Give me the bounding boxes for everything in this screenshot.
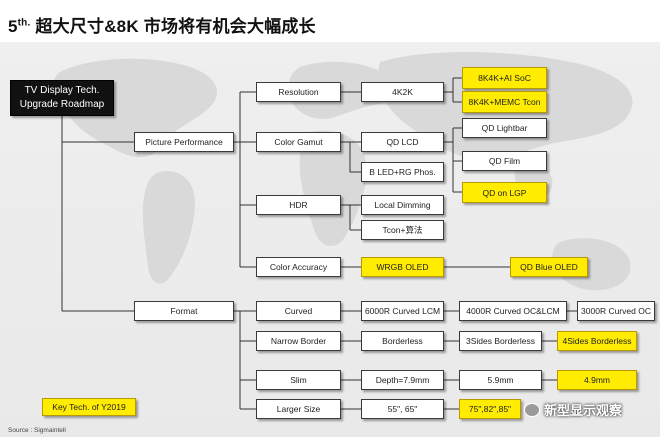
hdr-node: HDR <box>256 195 341 215</box>
slim-node: Slim <box>256 370 341 390</box>
qd-lightbar-node: QD Lightbar <box>462 118 547 138</box>
8k4k-memc-tcon-node: 8K4K+MEMC Tcon <box>462 91 547 113</box>
source-note: Source : Sigmaintell <box>8 427 66 434</box>
wrgb-oled-node: WRGB OLED <box>361 257 444 277</box>
format-node: Format <box>134 301 234 321</box>
color-gamut-node: Color Gamut <box>256 132 341 152</box>
diagram-canvas: TV Display Tech. Upgrade Roadmap Picture… <box>0 42 660 437</box>
8k4k-ai-soc-node: 8K4K+AI SoC <box>462 67 547 89</box>
root-line-1: TV Display Tech. <box>24 85 100 96</box>
title-number: 5 <box>8 17 18 36</box>
resolution-node: Resolution <box>256 82 341 102</box>
title-bar: 5th. 超大尺寸&8K 市场将有机会大幅成长 <box>0 0 660 42</box>
qd-film-node: QD Film <box>462 151 547 171</box>
4sides-borderless-node: 4Sides Borderless <box>557 331 637 351</box>
picture-performance-node: Picture Performance <box>134 132 234 152</box>
b-led-rg-phos-node: B LED+RG Phos. <box>361 162 444 182</box>
3sides-borderless-node: 3Sides Borderless <box>459 331 542 351</box>
borderless-node: Borderless <box>361 331 444 351</box>
root-node: TV Display Tech. Upgrade Roadmap <box>10 80 114 116</box>
4-9mm-node: 4.9mm <box>557 370 637 390</box>
6000r-curved-node: 6000R Curved LCM <box>361 301 444 321</box>
3000r-curved-node: 3000R Curved OC <box>577 301 655 321</box>
local-dimming-node: Local Dimming <box>361 195 444 215</box>
55-65-inch-node: 55", 65" <box>361 399 444 419</box>
title-ordinal: th. <box>17 17 31 29</box>
tcon-algorithm-node: Tcon+算法 <box>361 220 444 240</box>
root-line-2: Upgrade Roadmap <box>19 99 105 110</box>
watermark-text: 新型显示观察 <box>544 403 623 418</box>
curved-node: Curved <box>256 301 341 321</box>
watermark: 新型显示观察 <box>524 400 622 419</box>
narrow-border-node: Narrow Border <box>256 331 341 351</box>
color-accuracy-node: Color Accuracy <box>256 257 341 277</box>
larger-size-node: Larger Size <box>256 399 341 419</box>
75-82-85-inch-node: 75",82",85" <box>459 399 521 419</box>
key-tech-legend: Key Tech. of Y2019 <box>42 398 136 416</box>
4k2k-node: 4K2K <box>361 82 444 102</box>
page-title: 5th. 超大尺寸&8K 市场将有机会大幅成长 <box>8 12 316 37</box>
qd-lcd-node: QD LCD <box>361 132 444 152</box>
4000r-curved-node: 4000R Curved OC&LCM <box>459 301 567 321</box>
connector-lines <box>61 77 577 410</box>
qd-blue-oled-node: QD Blue OLED <box>510 257 588 277</box>
5-9mm-node: 5.9mm <box>459 370 542 390</box>
title-text: 超大尺寸&8K 市场将有机会大幅成长 <box>30 17 316 36</box>
depth-7-9mm-node: Depth=7.9mm <box>361 370 444 390</box>
wechat-icon <box>524 402 540 417</box>
qd-on-lgp-node: QD on LGP <box>462 182 547 203</box>
